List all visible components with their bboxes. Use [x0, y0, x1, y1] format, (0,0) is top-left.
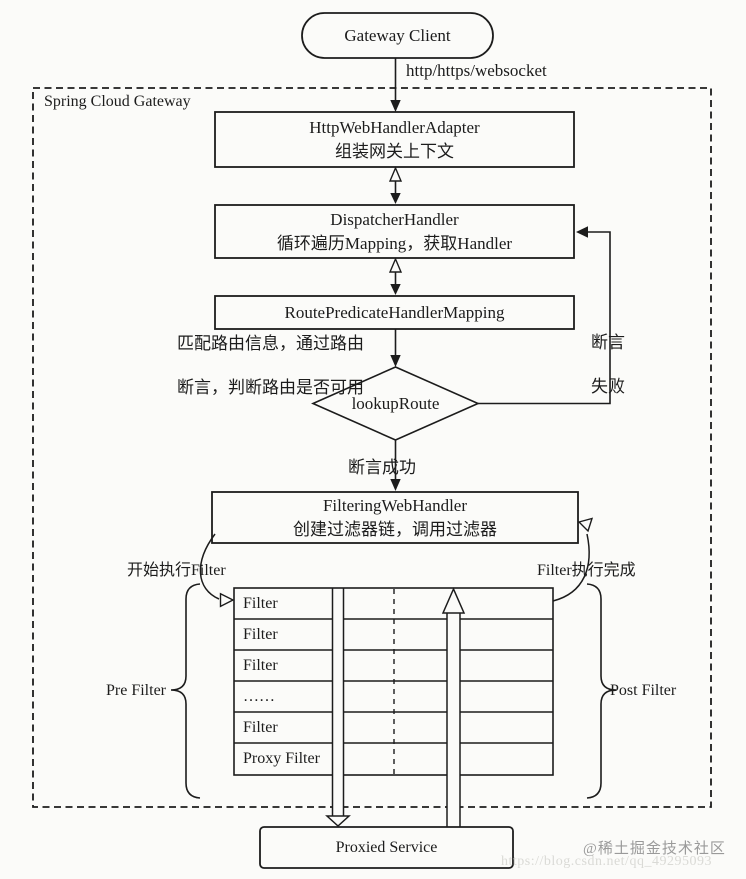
arrowhead-down-hollow	[325, 815, 351, 828]
post-filter-brace	[586, 583, 617, 799]
edge-filter-done	[552, 533, 590, 602]
dispatcher-handler-shape	[214, 204, 575, 259]
filtering-web-handler-shape	[211, 491, 579, 544]
proxied-service-shape	[259, 826, 514, 869]
arrowhead-down-filled	[390, 355, 401, 367]
dispatcher-handler-node: DispatcherHandler 循环遍历Mapping，获取Handler	[215, 205, 574, 258]
route-match-note-line1: 匹配路由信息，通过路由	[177, 334, 364, 353]
arrowhead-up-hollow	[441, 587, 466, 614]
route-match-note: 匹配路由信息，通过路由 断言，判断路由是否可用	[177, 333, 364, 399]
node-subtitle: 组装网关上下文	[335, 141, 454, 161]
pipe-down-body	[332, 589, 344, 816]
arrowhead-down-filled	[390, 479, 401, 491]
arrowhead-up-hollow	[388, 257, 403, 273]
pipe-up-body	[447, 613, 460, 827]
gateway-client-label: Gateway Client	[344, 25, 451, 45]
watermark-url: https://blog.csdn.net/qq_49295093	[501, 854, 712, 869]
http-web-handler-adapter-shape	[214, 111, 575, 168]
filter-done-label: Filter执行完成	[537, 562, 636, 579]
node-subtitle: 循环遍历Mapping，获取Handler	[276, 233, 513, 253]
arrowhead-left-filled	[576, 226, 588, 238]
pre-filter-brace	[170, 583, 201, 799]
predicate-fail-label: 断言 失败	[591, 332, 625, 398]
arrowhead-down-filled	[390, 284, 401, 295]
arrowhead-down-filled	[390, 100, 401, 112]
predicate-fail-line1: 断言	[591, 333, 625, 352]
filtering-web-handler-node: FilteringWebHandler 创建过滤器链，调用过滤器	[212, 492, 578, 543]
filter-start-label: 开始执行Filter	[127, 562, 226, 579]
gateway-client-shape	[301, 12, 494, 59]
edge-predicate-fail	[478, 231, 611, 405]
node-title: FilteringWebHandler	[322, 495, 468, 515]
node-title: DispatcherHandler	[330, 209, 459, 229]
filter-row-6: Proxy Filter	[243, 750, 320, 767]
filter-row-5: Filter	[243, 719, 278, 736]
edge-filter-start	[199, 533, 220, 600]
proxied-service-label: Proxied Service	[335, 838, 438, 856]
route-predicate-handler-mapping-shape	[214, 295, 575, 330]
arrowhead-down-filled	[390, 193, 401, 204]
arrowhead-upleft-hollow	[577, 517, 594, 533]
arrowhead-right-hollow	[219, 592, 235, 608]
watermark-community: @稀土掘金技术社区	[583, 841, 726, 857]
node-subtitle: 创建过滤器链，调用过滤器	[293, 519, 497, 539]
route-match-note-line2: 断言，判断路由是否可用	[177, 378, 364, 397]
protocol-label: http/https/websocket	[406, 61, 547, 80]
pre-filter-label: Pre Filter	[106, 682, 166, 699]
arrowhead-up-hollow	[388, 166, 403, 182]
node-title: HttpWebHandlerAdapter	[309, 117, 480, 137]
filter-row-2: Filter	[243, 626, 278, 643]
predicate-success-label: 断言成功	[348, 458, 416, 477]
http-web-handler-adapter-node: HttpWebHandlerAdapter 组装网关上下文	[215, 112, 574, 167]
post-filter-label: Post Filter	[610, 682, 677, 699]
gateway-container-border	[32, 87, 712, 808]
filter-row-1: Filter	[243, 595, 278, 612]
predicate-fail-line2: 失败	[591, 377, 625, 396]
container-label: Spring Cloud Gateway	[44, 93, 191, 110]
lookup-route-label: lookupRoute	[351, 393, 440, 413]
filter-row-3: Filter	[243, 657, 278, 674]
route-predicate-handler-mapping-node: RoutePredicateHandlerMapping	[284, 302, 505, 322]
filter-row-4: ……	[243, 688, 275, 705]
